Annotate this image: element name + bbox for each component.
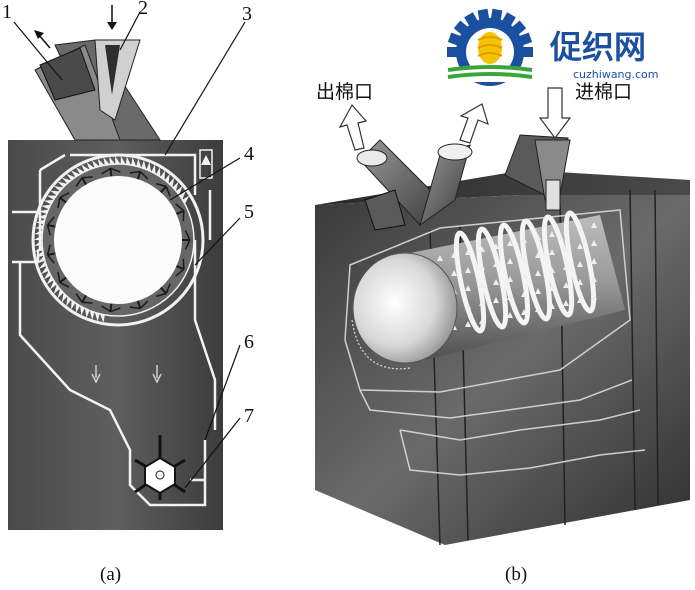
duct-assembly-a bbox=[34, 39, 161, 141]
air-arrow-out-icon bbox=[34, 30, 51, 49]
drum-teeth bbox=[34, 156, 190, 323]
beater-teeth bbox=[46, 167, 191, 313]
label-6: 6 bbox=[244, 331, 254, 353]
brand-name: 促织网 bbox=[549, 28, 646, 66]
outlet-arrow-icon bbox=[338, 103, 489, 151]
figure-a: 1 2 3 4 5 6 7 (a) bbox=[2, 0, 254, 585]
label-4: 4 bbox=[244, 143, 254, 165]
air-arrow-in-icon bbox=[107, 5, 117, 30]
caption-b: (b) bbox=[505, 564, 527, 585]
drum-rings bbox=[453, 210, 597, 334]
label-3: 3 bbox=[242, 3, 252, 25]
drum-a bbox=[31, 153, 205, 327]
label-7: 7 bbox=[244, 405, 254, 427]
inner-chamber-outline bbox=[344, 209, 646, 476]
label-1: 1 bbox=[2, 1, 12, 23]
label-2: 2 bbox=[138, 0, 148, 19]
inlet-arrow-icon bbox=[538, 87, 572, 139]
inlet-label: 进棉口 bbox=[575, 81, 632, 103]
caption-a: (a) bbox=[100, 564, 121, 585]
hex-rotor bbox=[134, 435, 186, 500]
ducts-b bbox=[356, 134, 571, 231]
callouts-a bbox=[13, 11, 246, 489]
outlet-label: 出棉口 bbox=[316, 81, 373, 103]
label-5: 5 bbox=[244, 201, 254, 223]
watermark-logo: 促织网 cuzhiwang.com bbox=[447, 8, 659, 86]
drum-core bbox=[54, 176, 182, 304]
drum-b bbox=[351, 210, 625, 370]
flow-arrow-down-icon bbox=[91, 365, 162, 384]
brand-url: cuzhiwang.com bbox=[573, 68, 659, 81]
gear-logo-icon bbox=[447, 8, 533, 86]
figure-b: 出棉口 进棉口 (b) bbox=[315, 81, 690, 585]
drum-end-cap bbox=[352, 252, 458, 364]
